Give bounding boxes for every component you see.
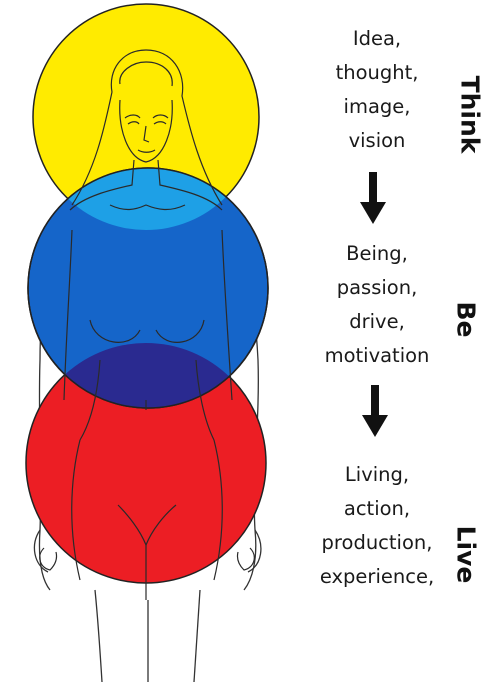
be-line: Being, (292, 237, 462, 271)
live-description: Living, action, production, experience, (292, 458, 462, 594)
down-arrow-icon (360, 172, 386, 224)
live-label: Live (452, 525, 481, 585)
think-line: vision (292, 124, 462, 158)
live-line: action, (292, 492, 462, 526)
be-description: Being, passion, drive, motivation (292, 237, 462, 373)
think-line: image, (292, 90, 462, 124)
down-arrow-icon (362, 385, 388, 437)
think-line: Idea, (292, 22, 462, 56)
be-label: Be (452, 290, 481, 350)
live-line: production, (292, 526, 462, 560)
think-label: Think (456, 75, 485, 155)
live-line: Living, (292, 458, 462, 492)
think-description: Idea, thought, image, vision (292, 22, 462, 158)
be-line: motivation (292, 339, 462, 373)
think-line: thought, (292, 56, 462, 90)
be-line: passion, (292, 271, 462, 305)
be-line: drive, (292, 305, 462, 339)
live-line: experience, (292, 560, 462, 594)
